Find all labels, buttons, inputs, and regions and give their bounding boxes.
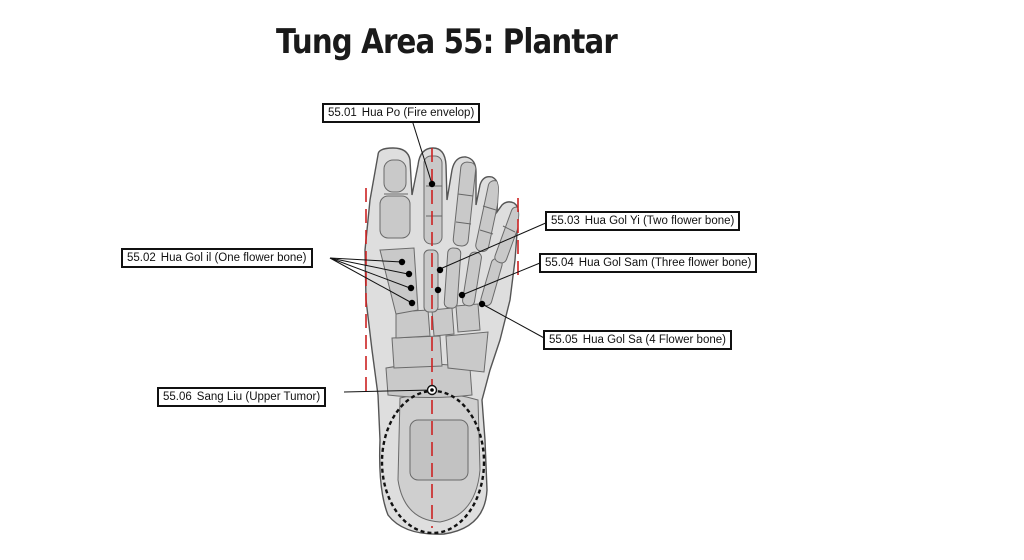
label-55-04-name: Hua Gol Sam (Three flower bone)	[578, 257, 752, 269]
label-55-06-name: Sang Liu (Upper Tumor)	[196, 391, 321, 403]
leader-55-06	[343, 389, 433, 393]
label-55-02-name: Hua Gol il (One flower bone)	[160, 252, 307, 264]
point-55-03-a	[436, 266, 444, 274]
label-55-05-name: Hua Gol Sa (4 Flower bone)	[582, 334, 726, 346]
point-55-02-c	[407, 284, 415, 292]
label-55-02: 55.02 Hua Gol il (One flower bone)	[121, 248, 313, 268]
point-55-03-b	[434, 286, 442, 294]
point-55-06-dot	[430, 388, 434, 392]
label-55-02-code: 55.02	[127, 252, 156, 264]
foot-bones	[379, 155, 519, 523]
toe-2-phalanges	[423, 155, 443, 245]
point-55-02-b	[405, 270, 413, 278]
guide-lines	[365, 148, 519, 528]
point-55-06	[426, 384, 438, 396]
leader-55-02-a	[329, 257, 403, 263]
point-55-02-d	[408, 299, 416, 307]
label-55-04: 55.04 Hua Gol Sam (Three flower bone)	[539, 253, 758, 273]
label-55-01-code: 55.01	[328, 107, 357, 119]
toe-4-joint	[482, 205, 497, 211]
big-toe-distal-phalanx	[383, 159, 407, 193]
label-55-01: 55.01 Hua Po (Fire envelop)	[322, 103, 481, 123]
leader-55-01	[411, 119, 433, 185]
leader-55-02-b	[329, 257, 409, 275]
point-55-05	[478, 300, 486, 308]
label-55-04-code: 55.04	[545, 257, 574, 269]
point-55-01	[428, 180, 436, 188]
cuboid-bone	[445, 331, 489, 373]
toe-4-joint-lower	[479, 229, 494, 235]
acupuncture-points	[398, 180, 486, 308]
navicular-bone	[391, 335, 443, 369]
point-55-02-a	[398, 258, 406, 266]
calcaneus-tuber	[409, 419, 469, 481]
leader-lines	[329, 119, 549, 393]
metatarsal-2	[423, 249, 439, 313]
leader-55-03	[439, 221, 549, 270]
toe-3-phalanges	[452, 161, 477, 247]
toe-5-joint	[502, 225, 516, 233]
label-55-05-code: 55.05	[549, 334, 578, 346]
label-55-06-code: 55.06	[163, 391, 192, 403]
leader-55-04	[461, 262, 541, 296]
label-55-03-name: Hua Gol Yi (Two flower bone)	[584, 215, 735, 227]
leader-55-02-d	[329, 257, 413, 304]
metatarsal-3	[443, 247, 462, 309]
toe-3-joint-lower	[455, 221, 472, 225]
label-55-01-name: Hua Po (Fire envelop)	[361, 107, 475, 119]
point-55-04	[458, 291, 466, 299]
leader-55-05	[481, 303, 547, 340]
label-55-06: 55.06 Sang Liu (Upper Tumor)	[157, 387, 327, 407]
toe-3-joint	[457, 193, 474, 197]
label-55-03: 55.03 Hua Gol Yi (Two flower bone)	[545, 211, 741, 231]
metatarsal-1	[379, 247, 419, 315]
toe-joints	[384, 185, 516, 235]
page-title: Tung Area 55: Plantar	[276, 22, 618, 62]
leader-55-02-c	[329, 257, 411, 289]
label-55-05: 55.05 Hua Gol Sa (4 Flower bone)	[543, 330, 732, 350]
label-55-03-code: 55.03	[551, 215, 580, 227]
big-toe-proximal-phalanx	[379, 195, 411, 239]
